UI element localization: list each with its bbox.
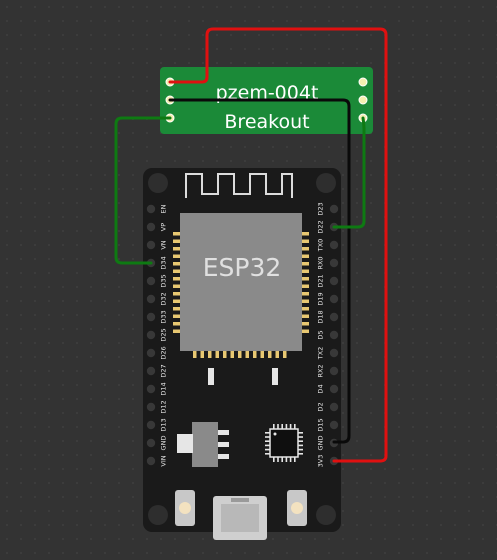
left-pin-vin[interactable] [146, 456, 156, 466]
right-pin-rx0[interactable] [329, 258, 339, 268]
right-pin-d18[interactable] [329, 312, 339, 322]
left-pin-en[interactable] [146, 204, 156, 214]
right-pin-label: D2 [316, 402, 324, 411]
left-pin-label: D35 [159, 274, 167, 287]
micro-usb-port[interactable] [213, 496, 267, 540]
chip-label: ESP32 [203, 253, 282, 282]
left-pin-d25[interactable] [146, 330, 156, 340]
right-pin-label: TX2 [316, 347, 324, 361]
right-pin-d15[interactable] [329, 420, 339, 430]
left-pin-d26[interactable] [146, 348, 156, 358]
breakout-pin-right-2[interactable] [358, 95, 368, 105]
left-pin-vp[interactable] [146, 222, 156, 232]
mount-hole-bottom-right [316, 505, 336, 525]
right-pin-label: RX2 [316, 364, 324, 377]
left-pin-label: VIN [159, 455, 167, 466]
left-pin-d35[interactable] [146, 276, 156, 286]
breakout-pin-right-1[interactable] [358, 77, 368, 87]
usb-uart-chip [265, 424, 303, 462]
right-pin-d23[interactable] [329, 204, 339, 214]
left-pin-label: GND [159, 436, 167, 451]
left-pin-vn[interactable] [146, 240, 156, 250]
boot-button[interactable] [175, 490, 195, 526]
wire-red-3v3[interactable] [168, 27, 388, 463]
right-pin-label: 3V3 [316, 455, 324, 468]
left-pin-gnd[interactable] [146, 438, 156, 448]
right-pin-label: TX0 [316, 239, 324, 253]
left-pin-label: D14 [159, 382, 167, 395]
right-pin-label: D4 [316, 384, 324, 393]
right-pin-d2[interactable] [329, 402, 339, 412]
left-pin-label: D34 [159, 256, 167, 269]
left-pin-d27[interactable] [146, 366, 156, 376]
wire-black-gnd[interactable] [168, 98, 351, 444]
right-pin-label: RX0 [316, 256, 324, 269]
right-pin-label: GND [316, 436, 324, 451]
right-pin-d5[interactable] [329, 330, 339, 340]
voltage-regulator [177, 422, 229, 467]
breakout-subtitle: Breakout [224, 111, 309, 133]
right-pin-label: D5 [316, 330, 324, 339]
right-pin-label: D18 [316, 310, 324, 323]
right-pin-d21[interactable] [329, 276, 339, 286]
mount-hole-top-right [316, 173, 336, 193]
left-pin-d13[interactable] [146, 420, 156, 430]
mount-hole-top-left [148, 173, 168, 193]
left-pin-label: EN [159, 204, 167, 213]
esp32-chip [180, 213, 302, 351]
left-pin-label: D25 [159, 328, 167, 341]
left-pin-label: VN [159, 240, 167, 249]
right-pin-label: D19 [316, 292, 324, 305]
smd-component-left [208, 368, 214, 385]
left-pin-label: D33 [159, 310, 167, 323]
left-pin-d33[interactable] [146, 312, 156, 322]
left-pin-label: VP [159, 223, 167, 231]
left-pin-label: D32 [159, 292, 167, 305]
wire-green-d22[interactable] [332, 116, 366, 229]
antenna-trace [185, 173, 293, 198]
chip-pads [173, 232, 309, 358]
reset-button[interactable] [287, 490, 307, 526]
mount-hole-bottom-left [148, 505, 168, 525]
esp32-board[interactable]: ESP32 [143, 168, 341, 540]
wires [114, 27, 388, 463]
left-pin-label: D26 [159, 346, 167, 359]
wire-green-d34[interactable] [114, 116, 172, 265]
left-pin-d12[interactable] [146, 402, 156, 412]
right-pin-d19[interactable] [329, 294, 339, 304]
left-pin-label: D27 [159, 364, 167, 377]
right-pin-label: D21 [316, 274, 324, 287]
left-pin-label: D12 [159, 400, 167, 413]
right-pin-rx2[interactable] [329, 366, 339, 376]
right-pin-label: D15 [316, 418, 324, 431]
right-pin-tx0[interactable] [329, 240, 339, 250]
left-pin-d32[interactable] [146, 294, 156, 304]
right-pin-label: D23 [316, 202, 324, 215]
right-pin-label: D22 [316, 220, 324, 233]
right-pin-tx2[interactable] [329, 348, 339, 358]
right-pin-d4[interactable] [329, 384, 339, 394]
left-pin-d14[interactable] [146, 384, 156, 394]
left-pin-label: D13 [159, 418, 167, 431]
smd-component-right [272, 368, 278, 385]
